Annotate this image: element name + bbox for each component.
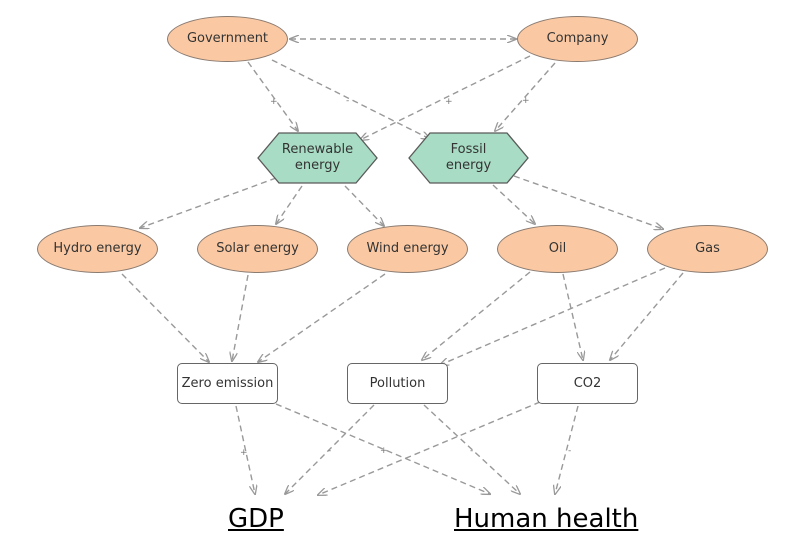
edge-label-gov-fossil: - bbox=[346, 96, 349, 106]
edge-label-company-fossil: + bbox=[522, 96, 530, 106]
gas-node: Gas bbox=[647, 225, 768, 273]
oil-node: Oil bbox=[497, 225, 618, 273]
solar-energy-node: Solar energy bbox=[197, 225, 318, 273]
co2-label: CO2 bbox=[573, 375, 602, 391]
edge-fossil-gas bbox=[513, 175, 663, 229]
gdp-outcome: GDP bbox=[228, 504, 284, 534]
renewable-hexagon-shape bbox=[257, 132, 378, 184]
pollution-node: Pollution bbox=[347, 363, 448, 404]
wind-energy-node: Wind energy bbox=[347, 225, 468, 273]
zero-emission-label: Zero emission bbox=[181, 375, 274, 391]
company-label: Company bbox=[546, 31, 609, 46]
edge-co2-gdp bbox=[318, 401, 541, 495]
hydro-energy-node: Hydro energy bbox=[37, 225, 158, 273]
edge-oil-co2 bbox=[562, 273, 583, 360]
edge-solar-zero bbox=[232, 274, 249, 361]
edge-pollution-gdp bbox=[285, 404, 375, 494]
edge-label-co2-health: - bbox=[568, 446, 571, 456]
edge-hydro-zero bbox=[121, 273, 209, 362]
government-node: Government bbox=[167, 16, 288, 62]
gas-label: Gas bbox=[695, 241, 720, 256]
edge-government-renewable bbox=[247, 61, 298, 131]
edge-gas-co2 bbox=[610, 272, 684, 360]
human-health-outcome: Human health bbox=[454, 504, 639, 534]
edge-wind-zero bbox=[258, 273, 386, 362]
pollution-label: Pollution bbox=[369, 375, 426, 391]
company-node: Company bbox=[517, 16, 638, 62]
hydro-energy-label: Hydro energy bbox=[53, 241, 142, 256]
zero-emission-node: Zero emission bbox=[177, 363, 278, 404]
edge-label-pollution-gdp: - bbox=[328, 446, 331, 456]
edge-renewable-solar bbox=[276, 185, 303, 224]
edge-fossil-oil bbox=[492, 184, 535, 224]
edge-gas-pollution bbox=[440, 267, 666, 365]
edge-label-pollution-health: - bbox=[470, 446, 473, 456]
edge-company-renewable bbox=[360, 55, 531, 140]
co2-node: CO2 bbox=[537, 363, 638, 404]
edge-pollution-health bbox=[423, 404, 520, 494]
edge-renewable-hydro bbox=[140, 177, 277, 228]
fossil-hexagon-shape bbox=[408, 132, 529, 184]
edge-label-zero-health: + bbox=[380, 446, 388, 456]
oil-label: Oil bbox=[548, 241, 567, 256]
edge-zero-health bbox=[275, 403, 490, 494]
edge-company-fossil bbox=[495, 62, 556, 131]
edge-oil-pollution bbox=[422, 271, 531, 360]
solar-energy-label: Solar energy bbox=[216, 241, 299, 256]
edge-label-gov-renewable: + bbox=[270, 97, 278, 107]
edge-label-zero-gdp: + bbox=[240, 448, 248, 458]
edge-co2-health bbox=[555, 405, 579, 494]
wind-energy-label: Wind energy bbox=[366, 241, 449, 256]
edge-zero-gdp bbox=[235, 405, 255, 494]
government-label: Government bbox=[186, 31, 269, 46]
edge-label-company-renewable: + bbox=[445, 97, 453, 107]
edge-renewable-wind bbox=[344, 185, 384, 226]
